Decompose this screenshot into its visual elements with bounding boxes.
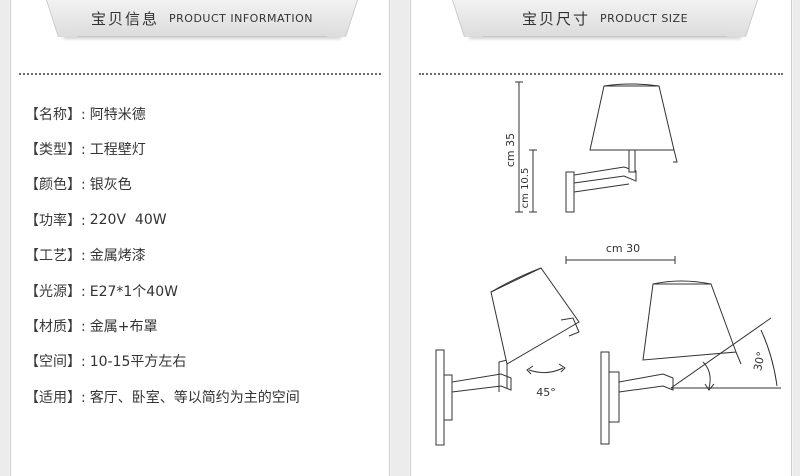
spec-list: 【名称】: 阿特米德 【类型】: 工程壁灯 【颜色】: 银灰色 【功率】: 22… — [25, 96, 300, 415]
spec-value: 阿特米德 — [89, 106, 146, 123]
spec-row-finish: 【工艺】: 金属烤漆 — [25, 238, 300, 273]
spec-row-power: 【功率】: 220V 40W — [25, 202, 300, 237]
spec-value: 10-15平方左右 — [89, 354, 187, 371]
product-size-tab: 宝贝尺寸 PRODUCT SIZE — [469, 0, 741, 37]
spec-key: 【工艺】: — [25, 248, 86, 265]
height-total-label: cm 35 — [504, 133, 517, 167]
depth-dimension — [565, 256, 676, 264]
spec-key: 【光源】: — [25, 283, 86, 300]
dotted-divider — [419, 73, 783, 75]
spec-row-space: 【空间】: 10-15平方左右 — [25, 344, 300, 379]
spec-key: 【空间】: — [25, 354, 86, 371]
spec-value: 金属烤漆 — [89, 248, 146, 265]
product-info-panel: 宝贝信息 PRODUCT INFORMATION 【名称】: 阿特米德 【类型】… — [10, 0, 390, 476]
spec-key: 【功率】: — [25, 212, 86, 229]
depth-label: cm 30 — [606, 242, 640, 255]
product-size-title-en: PRODUCT SIZE — [599, 11, 689, 25]
spec-row-usage: 【适用】: 客厅、卧室、等以简约为主的空间 — [25, 379, 300, 414]
height-total-dimension — [515, 81, 523, 213]
spec-value: 银灰色 — [89, 177, 132, 194]
product-info-title-cn: 宝贝信息 — [91, 9, 160, 28]
lamp-dimension-diagram: cm 35 cm 10.5 cm 30 45° 30° — [435, 81, 781, 446]
spec-row-type: 【类型】: 工程壁灯 — [25, 131, 300, 166]
height-arm-dimension — [529, 149, 537, 213]
spec-value: 220V 40W — [89, 211, 167, 228]
spec-key: 【材质】: — [25, 319, 86, 336]
product-size-panel: 宝贝尺寸 PRODUCT SIZE — [410, 0, 792, 476]
swivel-angle-label: 45° — [536, 386, 556, 399]
spec-key: 【名称】: — [25, 106, 86, 123]
height-arm-label: cm 10.5 — [520, 168, 531, 209]
spec-key: 【适用】: — [25, 389, 86, 406]
spec-key: 【类型】: — [25, 142, 86, 159]
spec-value: E27*1个40W — [89, 283, 178, 300]
spec-value: 金属+布罩 — [89, 319, 158, 336]
product-size-title-cn: 宝贝尺寸 — [521, 9, 590, 28]
lamp-side-view — [565, 83, 678, 213]
spec-row-name: 【名称】: 阿特米德 — [25, 96, 300, 131]
spec-value: 工程壁灯 — [89, 142, 146, 159]
spec-value: 客厅、卧室、等以简约为主的空间 — [89, 389, 300, 406]
tilt-angle-label: 30° — [751, 350, 768, 372]
lamp-swivel-view — [435, 267, 580, 446]
dotted-divider — [19, 73, 381, 75]
spec-row-color: 【颜色】: 银灰色 — [25, 167, 300, 202]
lamp-tilt-view — [600, 280, 781, 445]
spec-key: 【颜色】: — [25, 177, 86, 194]
product-info-tab: 宝贝信息 PRODUCT INFORMATION — [63, 0, 341, 37]
spec-row-light-source: 【光源】: E27*1个40W — [25, 273, 300, 308]
spec-row-material: 【材质】: 金属+布罩 — [25, 308, 300, 343]
product-info-title-en: PRODUCT INFORMATION — [169, 11, 313, 25]
